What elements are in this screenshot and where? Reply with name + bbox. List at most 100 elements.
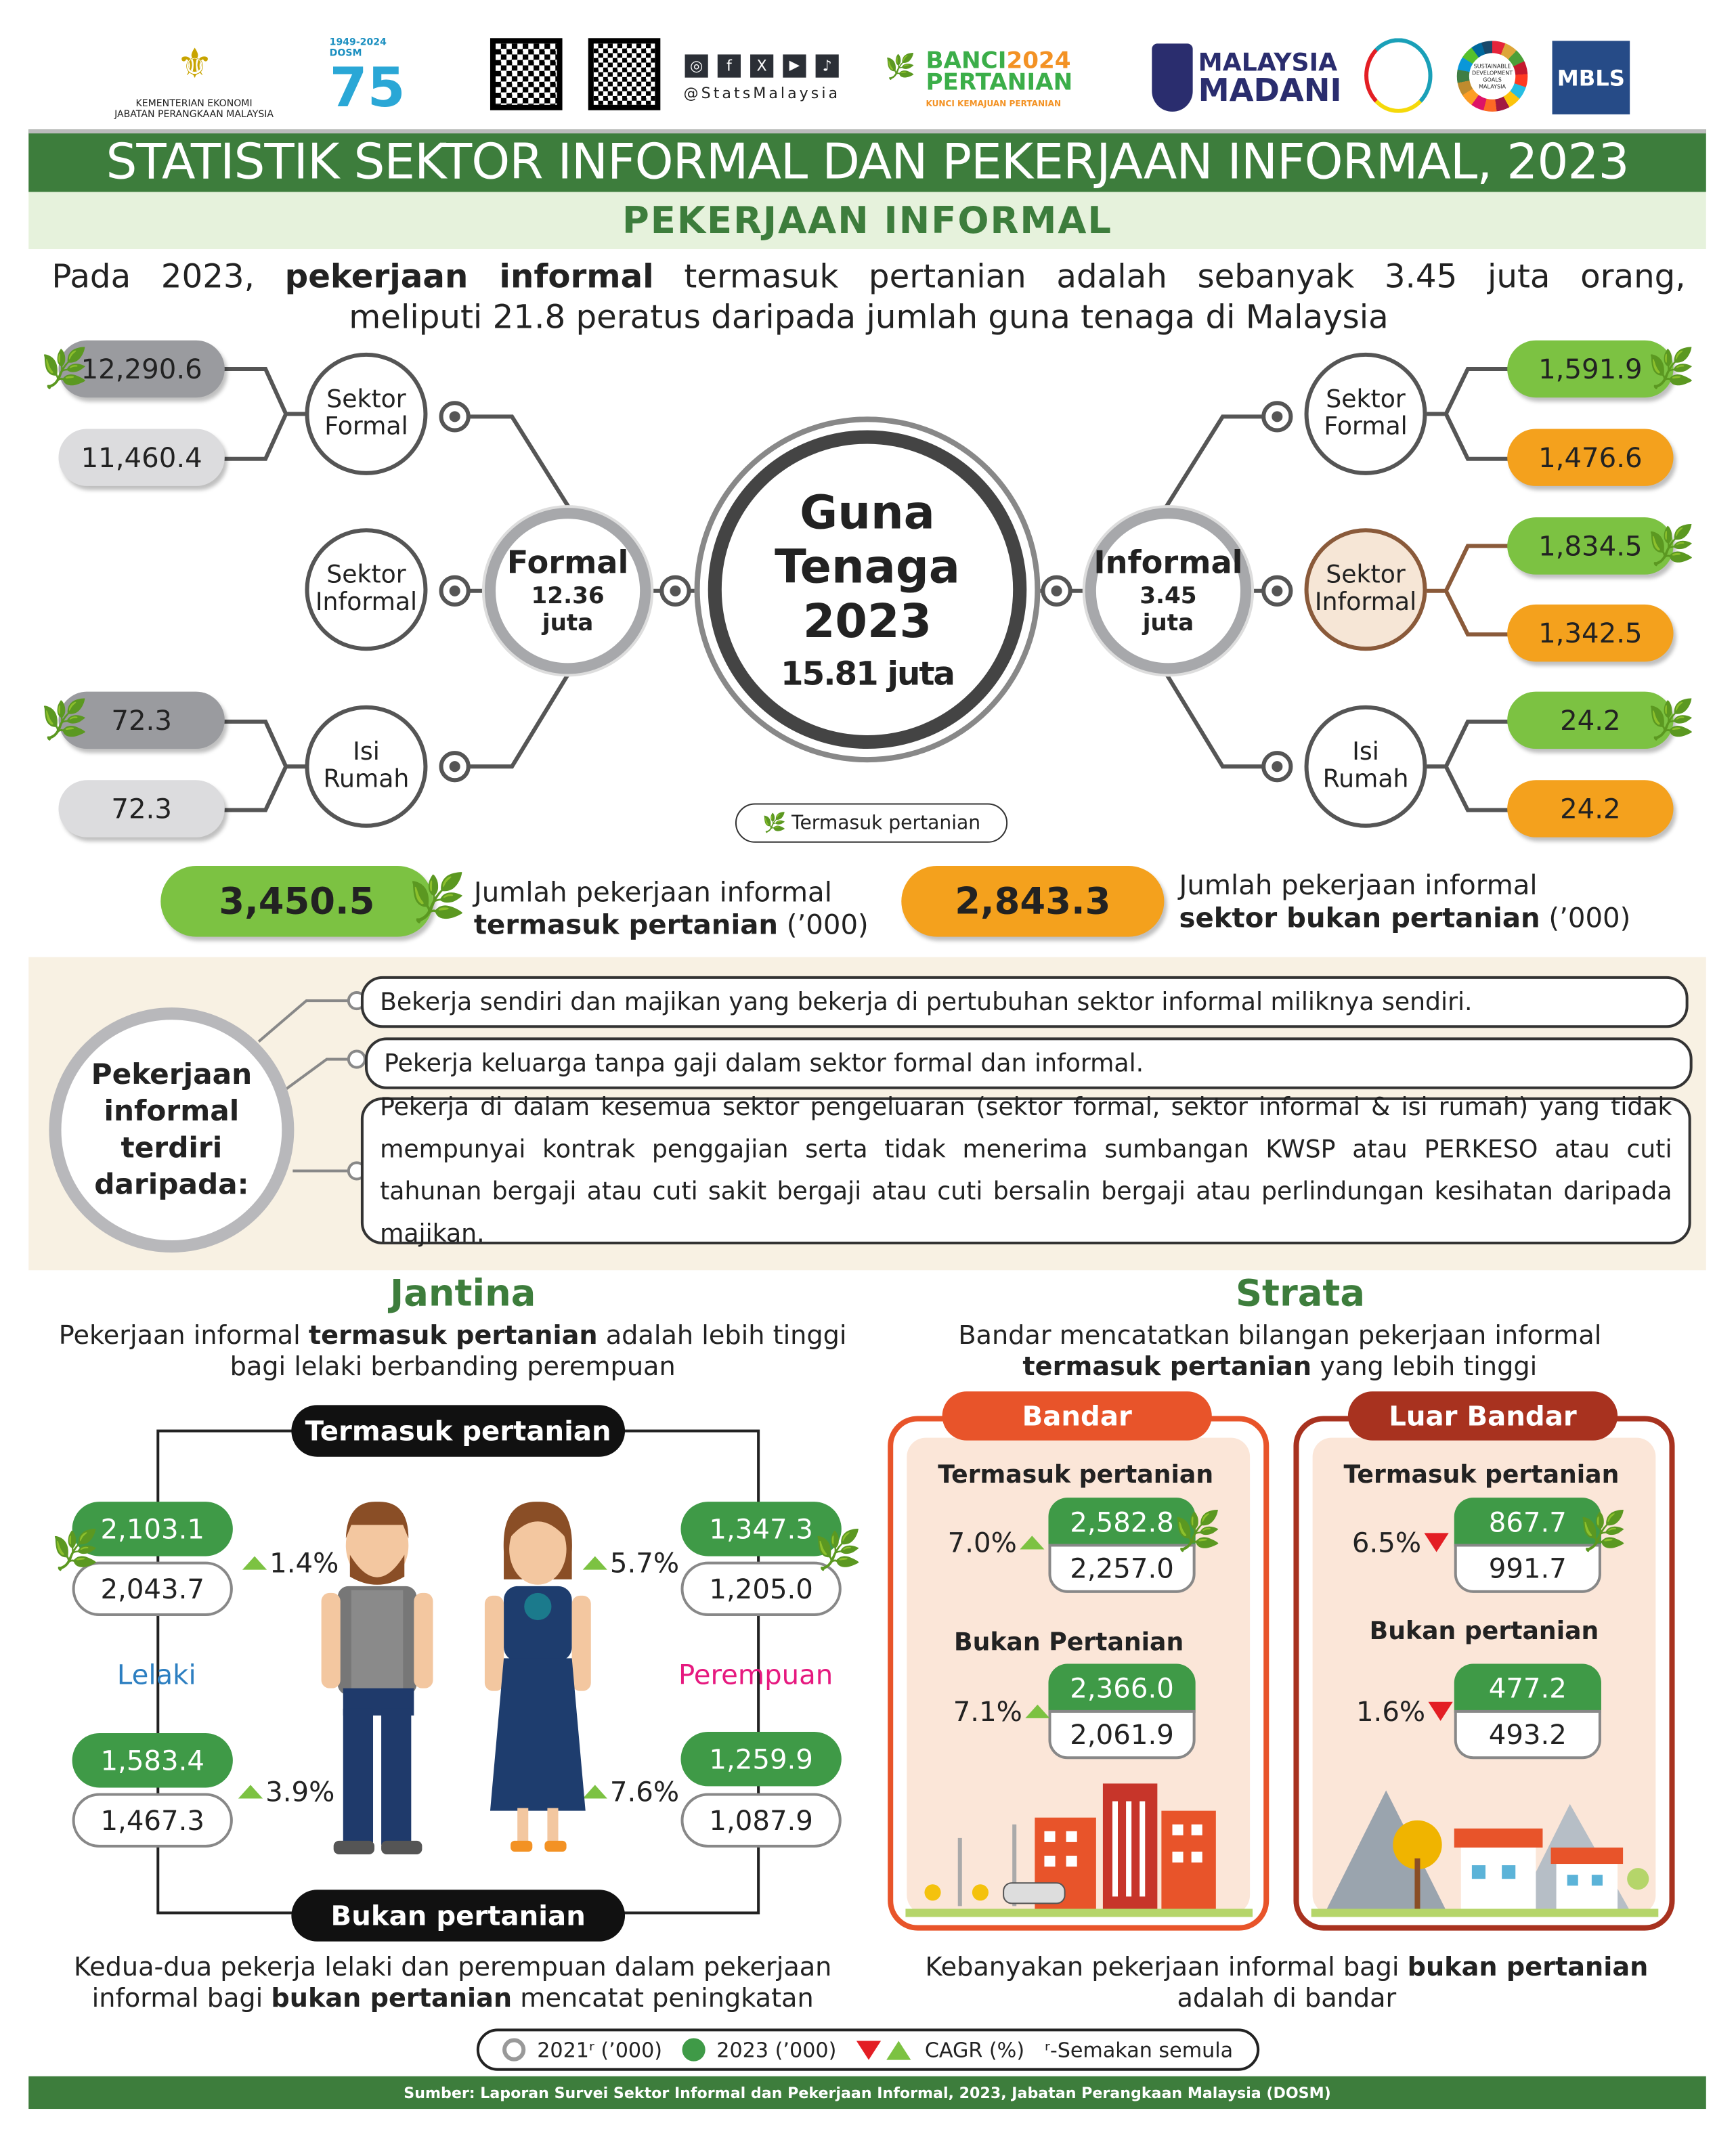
total-incl-unit: (’000) (778, 908, 869, 941)
legend-2023: 2023 (’000) (716, 2037, 837, 2062)
bandar-incl-2021: 2,257.0 (1048, 1544, 1196, 1593)
strata-foot-l2: adalah di bandar (1177, 1984, 1397, 2014)
youtube-icon[interactable]: ▶ (783, 54, 806, 78)
dosm-number: 75 (329, 57, 406, 120)
formal-label: Formal (506, 546, 629, 582)
intro-text: Pada 2023, pekerjaan informal termasuk p… (51, 256, 1685, 338)
jantina-desc-l2: bagi lelaki berbanding perempuan (230, 1351, 676, 1382)
pertanian-word: PERTANIAN (926, 69, 1073, 97)
luar-incl-label: Termasuk pertanian (1343, 1460, 1620, 1490)
dosm-75-logo: 1949-2024 DOSM 75 (330, 37, 414, 118)
node-label: Sektor (1326, 561, 1406, 590)
social-handle: @StatsMalaysia (683, 84, 841, 102)
total-incl-l1: Jumlah pekerjaan informal (473, 875, 832, 909)
male-incl-2023: 2,103.1 (72, 1502, 233, 1556)
arrow-up-icon (238, 1785, 263, 1799)
ministry-line1: KEMENTERIAN EKONOMI (135, 97, 253, 109)
strata-desc-l1: Bandar mencatatkan bilangan pekerjaan in… (958, 1320, 1602, 1351)
facebook-icon[interactable]: f (717, 54, 741, 78)
cagr-value: 7.1% (953, 1695, 1022, 1728)
male-incl-2021: 2,043.7 (72, 1561, 233, 1617)
total-excl-unit: (’000) (1540, 901, 1631, 934)
circle-line: terdiri (121, 1131, 223, 1164)
luar-bandar-header: Luar Bandar (1347, 1391, 1618, 1441)
arrow-down-icon (1428, 1701, 1453, 1721)
composition-item-text: Bekerja sendiri dan majikan yang bekerja… (380, 987, 1473, 1017)
arrow-up-icon (582, 1785, 607, 1799)
center-value: 15.81 juta (781, 655, 955, 693)
female-excl-2023: 1,259.9 (680, 1731, 842, 1787)
total-excl-l1: Jumlah pekerjaan informal (1179, 869, 1538, 902)
luar-incl-2023: 867.7 (1454, 1498, 1601, 1547)
female-excl-2021: 1,087.9 (680, 1793, 842, 1848)
luar-incl-cagr: 6.5% (1352, 1526, 1449, 1559)
left-isirumah-2023: 72.3 (58, 691, 225, 749)
node-label: Informal (1314, 588, 1417, 617)
dot-2023-icon (682, 2038, 706, 2062)
center-line3: 2023 (802, 594, 932, 650)
female-label: Perempuan (678, 1658, 833, 1691)
bandar-excl-cagr: 7.1% (953, 1695, 1050, 1728)
jantina-desc-pre: Pekerjaan informal (58, 1320, 309, 1351)
luar-excl-2023: 477.2 (1454, 1663, 1601, 1713)
strata-title: Strata (1235, 1273, 1366, 1315)
male-excl-2021: 1,467.3 (72, 1793, 233, 1848)
cagr-value: 3.9% (265, 1775, 335, 1808)
madani-line2: MADANI (1198, 73, 1342, 109)
leaf-icon: 🌿 (1647, 697, 1695, 742)
arrow-down-icon (1424, 1533, 1449, 1552)
composition-item-text: Pekerja keluarga tanpa gaji dalam sektor… (384, 1049, 1144, 1078)
intro-line2: meliputi 21.8 peratus daripada jumlah gu… (349, 298, 1389, 336)
ring-2021-icon (502, 2038, 527, 2062)
luar-excl-2021: 493.2 (1454, 1709, 1601, 1760)
ministry-line2: JABATAN PERANGKAAN MALAYSIA (114, 108, 274, 120)
leaf-legend-label: Termasuk pertanian (791, 812, 981, 834)
jata-negara-logo: ⚜ (176, 41, 213, 89)
cagr-value: 5.7% (609, 1546, 680, 1579)
left-formal-2023: 12,290.6 (58, 340, 225, 398)
banci-pertanian-logo: 🌿 BANCI2024 PERTANIAN KUNCI KEMAJUAN PER… (885, 47, 1073, 116)
bandar-incl-label: Termasuk pertanian (938, 1460, 1214, 1490)
banci-tagline: KUNCI KEMAJUAN PERTANIAN (926, 99, 1062, 109)
leaf-icon: 🌿 (1579, 1508, 1627, 1554)
jantina-bottom-label: Bukan pertanian (291, 1890, 626, 1942)
x-icon[interactable]: X (750, 54, 774, 78)
composition-item-text: Pekerja di dalam kesemua sektor pengelua… (380, 1093, 1672, 1249)
total-incl-value: 3,450.5 (160, 865, 433, 937)
tiktok-icon[interactable]: ♪ (815, 54, 839, 78)
title-bar: STATISTIK SEKTOR INFORMAL DAN PEKERJAAN … (28, 129, 1706, 192)
jantina-desc-post: adalah lebih tinggi (597, 1320, 847, 1351)
luar-excl-label: Bukan pertanian (1369, 1617, 1599, 1647)
node-label: Sektor (326, 385, 406, 414)
sdg-wheel-logo: SUSTAINABLE DEVELOPMENT GOALS MALAYSIA (1456, 41, 1528, 112)
jantina-desc-bold: termasuk pertanian (308, 1320, 598, 1351)
center-line2: Tenaga (775, 540, 960, 595)
jantina-frame (156, 1429, 760, 1915)
instagram-icon[interactable]: ◎ (685, 54, 708, 78)
jantina-foot-post: mencatat peningkatan (512, 1984, 814, 2014)
composition-item-1: Bekerja sendiri dan majikan yang bekerja… (360, 976, 1689, 1028)
cagr-value: 1.6% (1355, 1695, 1426, 1728)
page-subtitle: PEKERJAAN INFORMAL (622, 199, 1113, 242)
legend-cagr: CAGR (%) (924, 2037, 1025, 2062)
strata-foot-bold: bukan pertanian (1407, 1952, 1649, 1983)
jantina-footer: Kedua-dua pekerja lelaki dan perempuan d… (41, 1953, 865, 2015)
leaf-icon: 🌿 (51, 1527, 100, 1573)
page-title: STATISTIK SEKTOR INFORMAL DAN PEKERJAAN … (106, 135, 1629, 191)
female-incl-cagr: 5.7% (582, 1546, 680, 1579)
female-figure (484, 1502, 591, 1852)
node-label: Sektor (326, 561, 406, 590)
bandar-incl-cagr: 7.0% (948, 1526, 1045, 1559)
banci-word: BANCI (926, 47, 1007, 75)
intro-pre: Pada 2023, (51, 257, 285, 296)
female-excl-cagr: 7.6% (582, 1775, 679, 1808)
strata-desc-post: yang lebih tinggi (1311, 1351, 1538, 1382)
jantina-top-label: Termasuk pertanian (291, 1405, 626, 1457)
bandar-excl-2023: 2,366.0 (1048, 1663, 1196, 1713)
